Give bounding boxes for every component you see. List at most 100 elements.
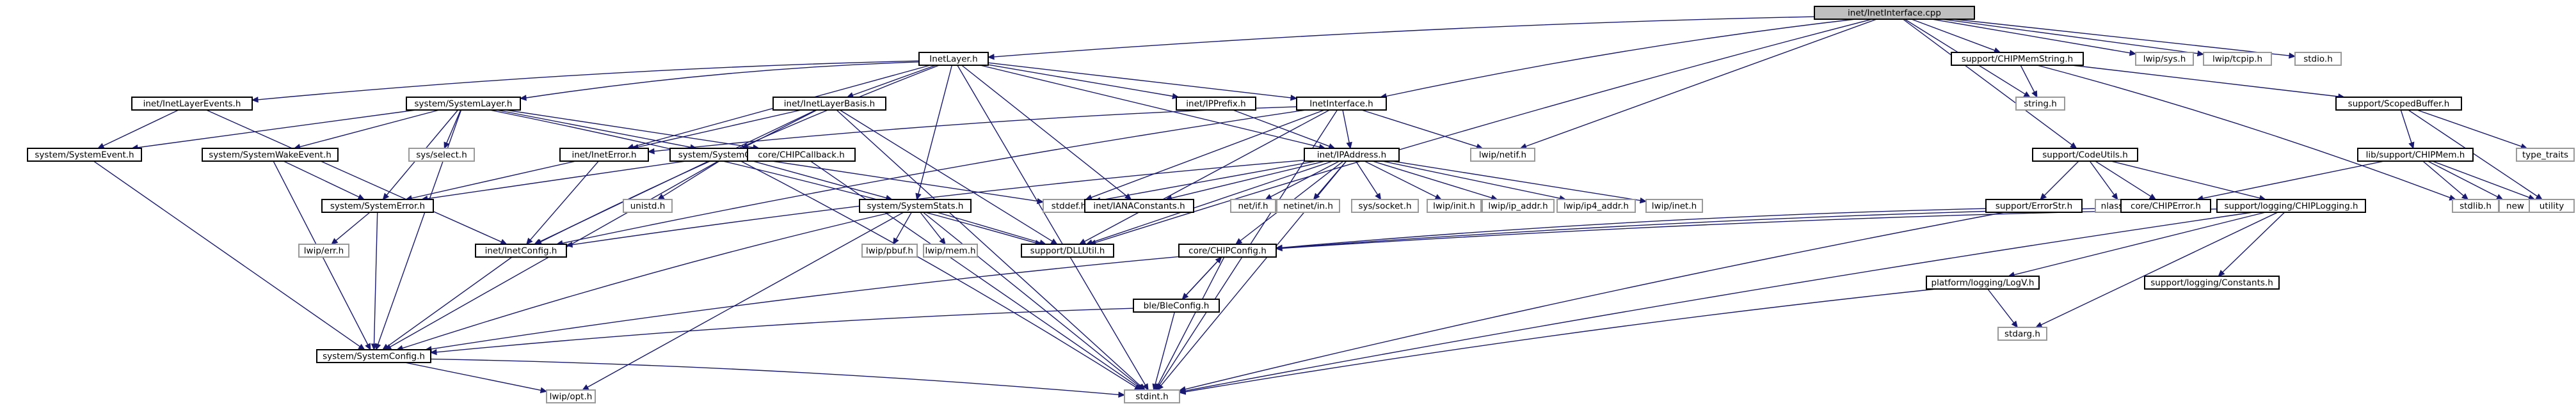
node-label: inet/InetLayerEvents.h	[143, 99, 241, 109]
node-ianaconstants[interactable]: inet/IANAConstants.h	[1084, 199, 1194, 213]
node-syssocket: sys/socket.h	[1351, 199, 1419, 213]
node-label: platform/logging/LogV.h	[1932, 278, 2035, 288]
edge-inetlayer-to-inetlayerbasis	[846, 65, 936, 98]
edge-scopedbuffer-to-chipmem	[2400, 109, 2415, 150]
edge-chiplogging-to-stdarg	[2035, 212, 2278, 328]
node-codeutils[interactable]: support/CodeUtils.h	[2032, 148, 2138, 162]
node-new: new	[2499, 199, 2532, 213]
edge-chipmem-to-chiperror	[2196, 160, 2385, 201]
edge-inetlayer-to-systemstats	[915, 65, 953, 201]
node-chipcallback[interactable]: core/CHIPCallback.h	[747, 148, 856, 162]
edge-root-to-chipmemstring	[1911, 19, 2001, 54]
node-label: core/CHIPCallback.h	[758, 150, 845, 160]
node-label: lwip/netif.h	[1479, 150, 1526, 160]
node-dlluti[interactable]: support/DLLUtil.h	[1021, 244, 1114, 258]
node-label: inet/IANAConstants.h	[1093, 201, 1185, 212]
node-lwipsys: lwip/sys.h	[2135, 52, 2194, 66]
edge-supporterrorstr-to-stdint	[1178, 212, 2004, 393]
edge-logv-to-stdint	[1178, 288, 1937, 395]
node-lwipmem: lwip/mem.h	[923, 244, 978, 258]
node-scopedbuffer[interactable]: support/ScopedBuffer.h	[2335, 97, 2462, 111]
edge-root-to-inetlayer	[987, 16, 1815, 60]
node-bleconfig[interactable]: ble/BleConfig.h	[1133, 299, 1220, 313]
node-label: support/DLLUtil.h	[1030, 246, 1105, 256]
node-logv[interactable]: platform/logging/LogV.h	[1926, 276, 2040, 290]
node-lwippbuf: lwip/pbuf.h	[861, 244, 918, 258]
node-sysselect: sys/select.h	[408, 148, 475, 162]
edge-ipaddress-to-inetconfig	[565, 159, 1305, 248]
node-label: system/SystemError.h	[330, 201, 425, 212]
edge-bleconfig-to-chipconfig	[1181, 256, 1222, 300]
edge-inetinterface-to-ipaddress	[1342, 109, 1352, 150]
node-label: lib/support/CHIPMem.h	[2366, 150, 2465, 160]
edge-systemlayer-to-systemobject	[496, 109, 698, 150]
node-systemerror[interactable]: system/SystemError.h	[321, 199, 434, 213]
edge-chiplogging-to-stdint	[1178, 212, 2253, 394]
node-lwipinit: lwip/init.h	[1427, 199, 1482, 213]
node-ipaddress[interactable]: inet/IPAddress.h	[1304, 148, 1400, 162]
edge-ipaddress-to-lwipipaddr	[1372, 160, 1498, 201]
edge-systemstats-to-lwippbuf	[893, 212, 912, 246]
edge-ipaddress-to-syssocket	[1355, 160, 1382, 201]
node-lwiptcpip: lwip/tcpip.h	[2203, 52, 2272, 66]
edge-layer	[93, 16, 2543, 398]
node-label: InetInterface.h	[1309, 99, 1373, 109]
node-inetinterface[interactable]: InetInterface.h	[1296, 97, 1387, 111]
node-systemstats[interactable]: system/SystemStats.h	[859, 199, 972, 213]
node-netif: net/if.h	[1230, 199, 1276, 213]
node-label: support/logging/Constants.h	[2150, 278, 2273, 288]
node-lwiperr: lwip/err.h	[298, 244, 349, 258]
node-label: lwip/err.h	[304, 246, 344, 256]
edge-ipaddress-to-lwipinet	[1391, 160, 1647, 204]
node-inetlayerevents[interactable]: inet/InetLayerEvents.h	[131, 97, 253, 111]
edge-root-to-lwipsys	[1932, 19, 2137, 56]
node-supporterrorstr[interactable]: support/ErrorStr.h	[1985, 199, 2083, 213]
edge-systemlayer-to-systemevent	[131, 109, 417, 151]
edge-inetlayerevents-to-systemevent	[97, 109, 179, 149]
node-stddef: stddef.h	[1043, 199, 1095, 213]
node-inetconfig[interactable]: inet/InetConfig.h	[475, 244, 567, 258]
edge-inetconfig-to-systemconfig	[381, 256, 513, 350]
edge-inetlayerbasis-to-dlluti	[839, 109, 1058, 245]
node-ipprefix[interactable]: inet/IPPrefix.h	[1176, 97, 1256, 111]
node-systemwakeevent[interactable]: system/SystemWakeEvent.h	[202, 148, 339, 162]
node-chipconfig[interactable]: core/CHIPConfig.h	[1178, 244, 1277, 258]
node-chiplogging[interactable]: support/logging/CHIPLogging.h	[2216, 199, 2366, 213]
node-label: core/CHIPError.h	[2131, 201, 2201, 212]
node-systemlayer[interactable]: system/SystemLayer.h	[406, 97, 521, 111]
edge-ineterror-to-inetconfig	[525, 160, 599, 245]
node-stdarg: stdarg.h	[1997, 327, 2047, 341]
node-label: system/SystemStats.h	[867, 201, 963, 212]
node-label: support/CodeUtils.h	[2042, 150, 2128, 160]
edge-chipmemstring-to-string	[2020, 65, 2038, 98]
node-systemconfig[interactable]: system/SystemConfig.h	[316, 349, 431, 363]
node-label: stdio.h	[2303, 54, 2333, 65]
edge-systemobject-to-systemerror	[420, 160, 686, 202]
node-inetlayerbasis[interactable]: inet/InetLayerBasis.h	[772, 97, 886, 111]
node-loggingconstants[interactable]: support/logging/Constants.h	[2144, 276, 2280, 290]
node-systemevent[interactable]: system/SystemEvent.h	[27, 148, 142, 162]
node-root[interactable]: inet/InetInterface.cpp	[1814, 6, 1975, 20]
edge-chipcallback-to-stdint	[810, 160, 1144, 391]
node-label: InetLayer.h	[929, 54, 977, 65]
node-label: stdarg.h	[2004, 329, 2040, 340]
edge-systemstats-to-stdint	[922, 212, 1145, 391]
node-unistd: unistd.h	[623, 199, 673, 213]
node-label: support/logging/CHIPLogging.h	[2224, 201, 2358, 212]
node-label: new	[2506, 201, 2524, 212]
edge-bleconfig-to-stdint	[1152, 311, 1175, 391]
node-label: sys/socket.h	[1358, 201, 1411, 212]
node-chiperror[interactable]: core/CHIPError.h	[2120, 199, 2211, 213]
edge-inetinterface-to-inetconfig	[556, 109, 1306, 246]
edge-chipmemstring-to-scopedbuffer	[2072, 65, 2346, 100]
edge-systemwakeevent-to-systemerror	[283, 160, 365, 200]
edge-systemconfig-to-stdint	[430, 358, 1126, 398]
node-chipmemstring[interactable]: support/CHIPMemString.h	[1951, 52, 2084, 66]
node-ineterror[interactable]: inet/InetError.h	[559, 148, 649, 162]
edge-codeutils-to-supporterrorstr	[2040, 160, 2079, 200]
edge-chipmem-to-utility	[2432, 160, 2536, 201]
node-netinetin: netinet/in.h	[1276, 199, 1340, 213]
node-chipmem[interactable]: lib/support/CHIPMem.h	[2357, 148, 2474, 162]
node-inetlayer[interactable]: InetLayer.h	[918, 52, 989, 66]
